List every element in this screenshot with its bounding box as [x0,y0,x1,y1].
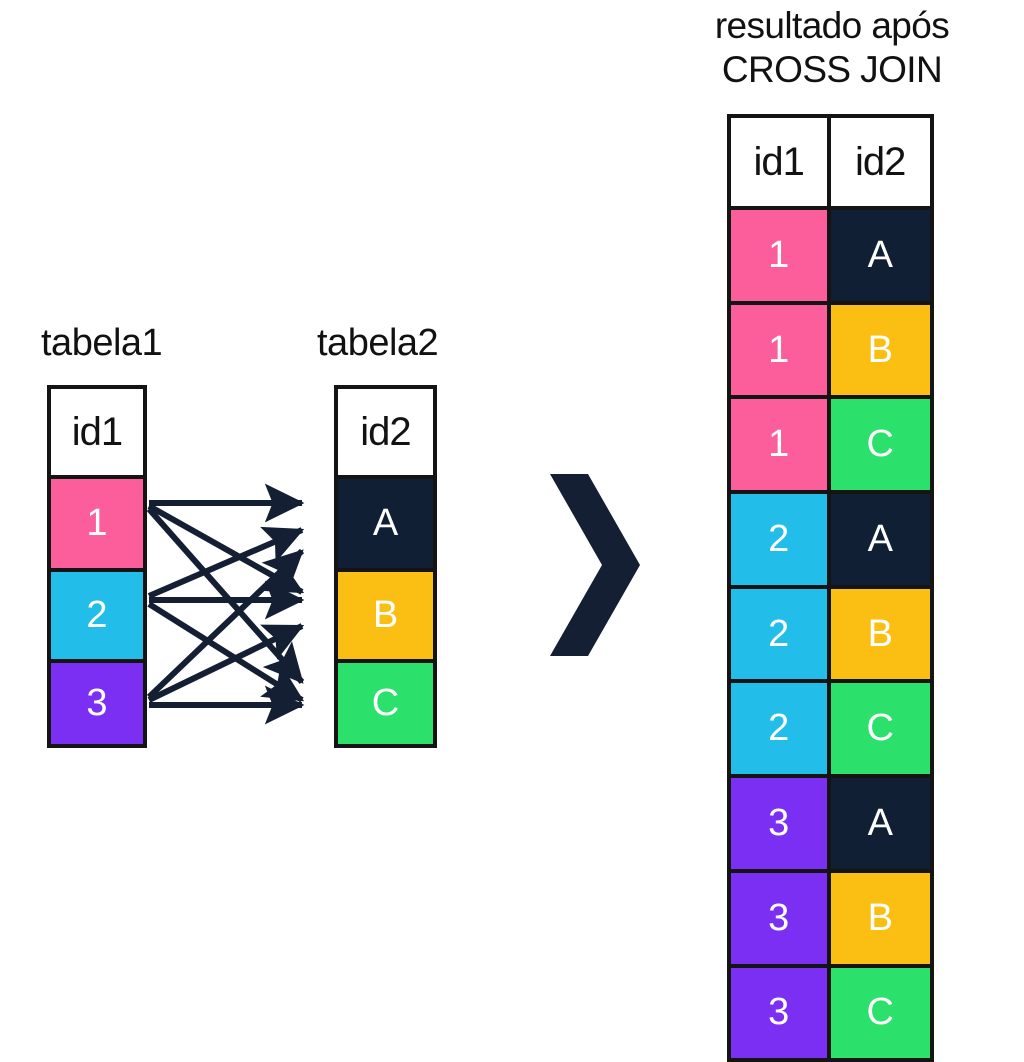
table2-row: A [338,479,433,572]
result-cell-id1: 1 [731,304,831,396]
result-title-line-2: CROSS JOIN [721,48,943,90]
arrow-3-A [146,548,305,700]
result-header-id2: id2 [830,118,930,206]
table1-row: 3 [51,663,143,744]
result-row: 1 B [731,304,930,400]
result-cell-id1: 3 [731,967,831,1059]
result-cell-id1: 1 [731,210,831,301]
result-row: 2 A [731,494,930,589]
result-cell-id1: 2 [731,588,831,680]
result-cell-id1: 3 [731,872,831,964]
result-cell-id2: B [830,304,930,396]
arrow-1-C [146,507,305,684]
table1-row: 1 [51,479,143,572]
tabela1-label: tabela1 [41,322,163,364]
result-cell-id2: A [830,494,930,585]
result-cell-id2: C [830,683,930,775]
result-row: 3 C [731,967,930,1059]
result-title-line-1: resultado após [714,5,950,46]
table1-row: 2 [51,572,143,663]
result-cell-id2: B [830,872,930,964]
result-cell-id2: A [830,210,930,301]
result-cell-id2: B [830,588,930,680]
result-cell-id1: 1 [731,399,831,491]
result-row: 2 C [731,683,930,779]
source-table-1: id1 1 2 3 [47,385,147,748]
result-cell-id1: 2 [731,494,831,585]
arrow-2-A [147,526,305,599]
result-row: 2 B [731,588,930,684]
source-table-2: id2 A B C [334,385,437,748]
result-cell-id1: 3 [731,778,831,869]
chevron-right-icon [550,474,640,656]
result-row: 1 A [731,210,930,305]
result-row: 1 C [731,399,930,495]
result-cell-id2: C [830,399,930,491]
result-cell-id2: C [830,967,930,1059]
table1-header-id1: id1 [51,389,143,479]
table2-header-id2: id2 [338,389,433,479]
arrow-3-B [147,623,305,703]
result-table: id1 id2 1 A 1 B 1 C 2 A 2 B 2 C 3 A 3 B … [727,114,934,1062]
result-cell-id2: A [830,778,930,869]
arrow-2-C [147,601,305,703]
result-row: 3 B [731,872,930,968]
result-header-id1: id1 [731,118,831,206]
result-title: resultado após CROSS JOIN [640,4,1024,91]
result-cell-id1: 2 [731,683,831,775]
table2-row: B [338,572,433,663]
tabela2-label: tabela2 [317,322,439,364]
arrow-1-B [147,503,305,595]
result-header-row: id1 id2 [731,118,930,210]
result-row: 3 A [731,778,930,873]
table2-row: C [338,663,433,744]
